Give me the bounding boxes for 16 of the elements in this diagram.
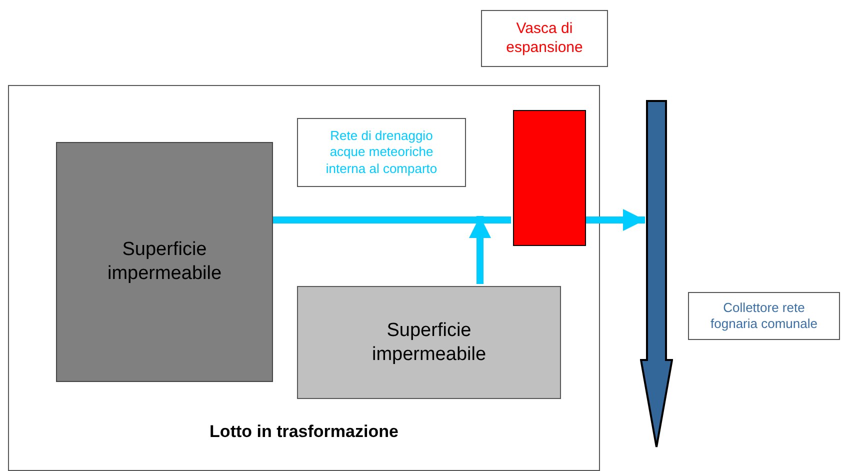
surface-box	[56, 142, 273, 382]
node-label: Vasca di espansione	[505, 20, 584, 58]
label-box	[688, 292, 840, 340]
node-label: Rete di drenaggio acque meteoriche interna al comparto	[324, 128, 438, 177]
node-label: Superficie impermeabile	[370, 318, 488, 366]
label-box	[481, 10, 608, 67]
expansion-tank	[513, 110, 586, 246]
node-label: Superficie impermeabile	[106, 238, 223, 286]
label-box	[297, 118, 466, 187]
area-title: Lotto in trasformazione	[210, 420, 398, 442]
arrow	[469, 216, 491, 284]
arrow	[586, 209, 645, 231]
node-label: Collettore rete fognaria comunale	[710, 300, 818, 332]
collector-arrow	[640, 100, 673, 448]
lot-area	[8, 85, 600, 471]
surface-box	[297, 286, 561, 399]
